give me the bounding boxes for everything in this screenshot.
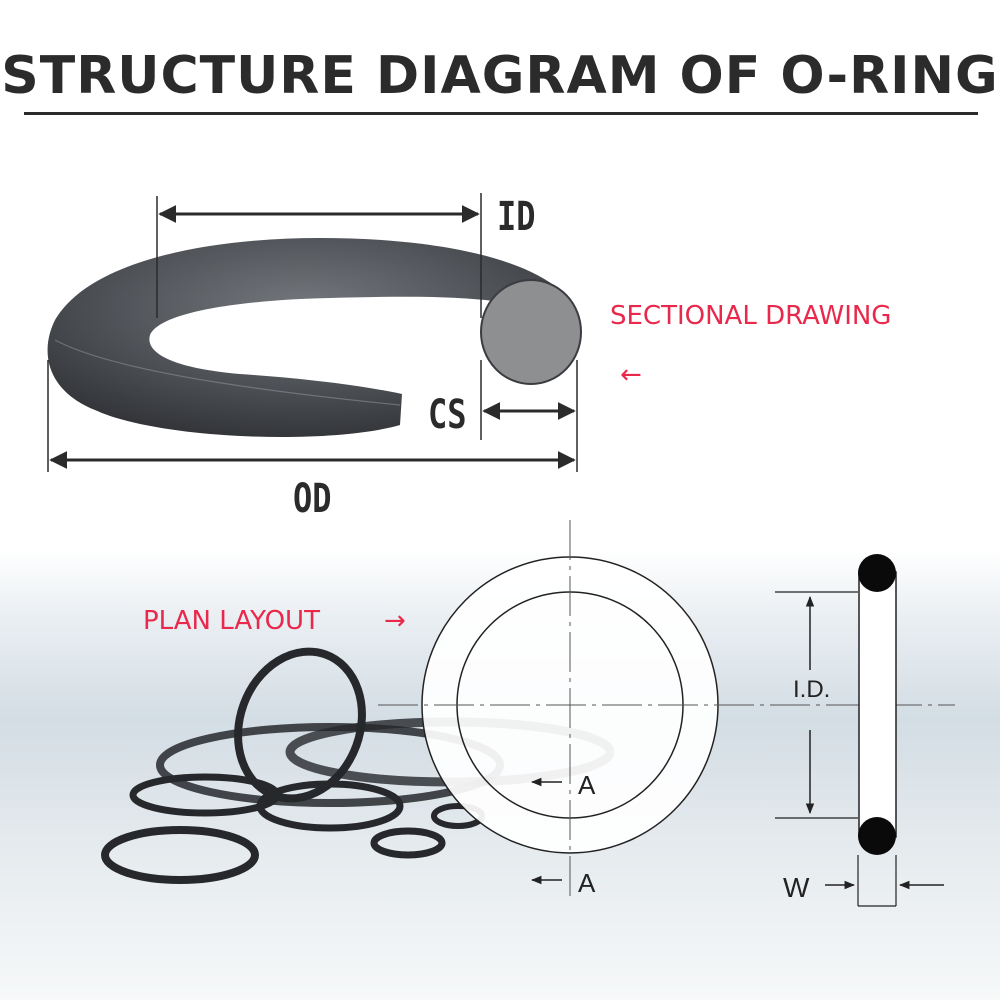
w-dimension-label: W <box>783 872 810 903</box>
side-section-view <box>775 554 944 907</box>
side-section-top-circle <box>858 554 896 592</box>
id-dimension-label: I.D. <box>793 676 831 703</box>
plan-layout-callout: PLAN LAYOUT <box>143 606 320 636</box>
title-underline <box>24 112 978 115</box>
plan-arrow-icon: → <box>384 606 406 636</box>
cross-section-face <box>480 279 582 385</box>
plan-ring <box>378 520 955 900</box>
side-section-bottom-circle <box>858 817 896 855</box>
sectional-arrow-icon: ← <box>620 360 642 390</box>
dimension-lines <box>47 193 578 472</box>
od-label: OD <box>293 476 332 522</box>
section-a-label-upper: A <box>578 770 596 800</box>
section-a-label-lower: A <box>578 868 596 898</box>
side-section-body <box>858 571 897 838</box>
sectional-drawing-callout: SECTIONAL DRAWING <box>610 301 892 331</box>
page-title: STRUCTURE DIAGRAM OF O-RING <box>1 46 999 106</box>
cs-label: CS <box>428 392 467 438</box>
o-ring-3d <box>47 238 582 437</box>
id-label: ID <box>497 194 536 240</box>
